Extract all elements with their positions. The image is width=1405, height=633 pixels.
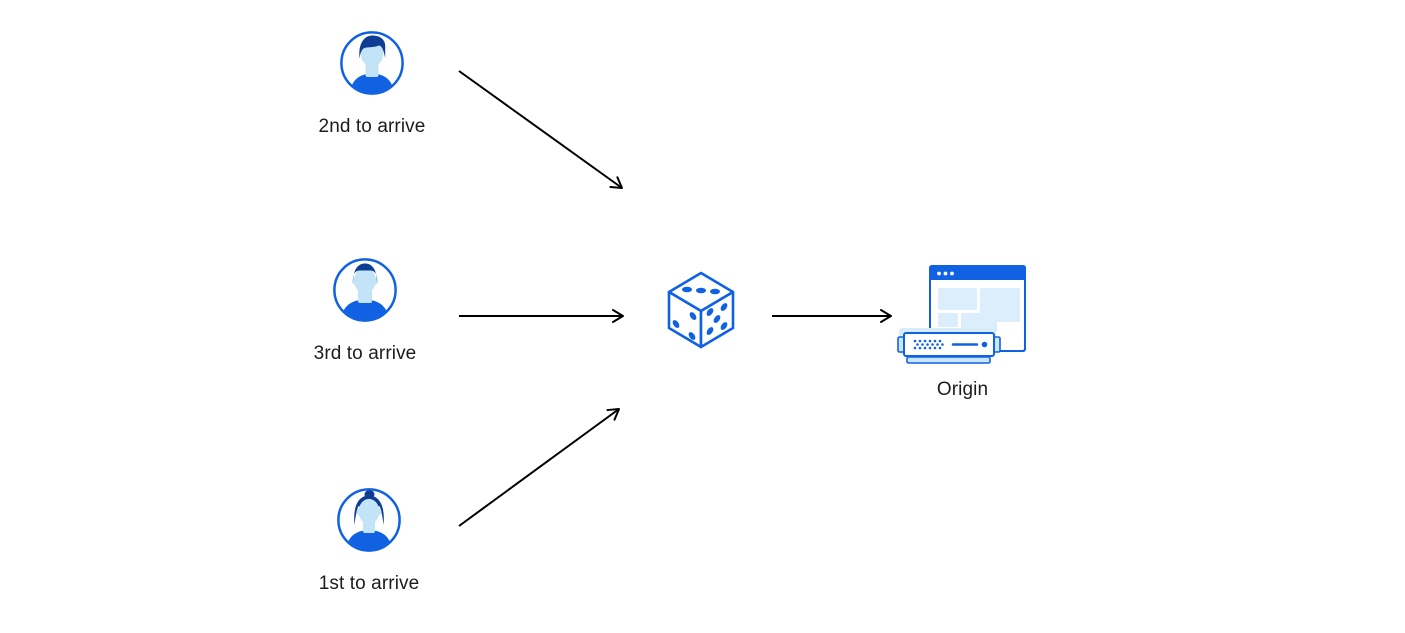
dice-icon — [667, 271, 735, 349]
node-second-visitor: 2nd to arrive — [306, 30, 438, 138]
node-origin: Origin — [895, 262, 1030, 401]
node-label-second: 2nd to arrive — [318, 116, 426, 137]
node-label-third: 3rd to arrive — [313, 343, 417, 364]
male-avatar-icon — [340, 31, 404, 95]
node-third-visitor: 3rd to arrive — [299, 257, 431, 365]
node-dice — [665, 265, 745, 365]
male-avatar-icon — [333, 258, 397, 322]
node-first-visitor: 1st to arrive — [303, 487, 435, 595]
female-avatar-icon — [337, 488, 401, 552]
node-label-first: 1st to arrive — [318, 573, 420, 594]
server-box — [903, 332, 995, 357]
server-indicator-light — [981, 341, 988, 348]
server-vent-dots — [913, 339, 944, 350]
arrow-second-to-dice — [458, 70, 623, 189]
arrow-first-to-dice — [458, 408, 620, 527]
node-label-origin: Origin — [936, 379, 989, 400]
origin-server-icon — [897, 265, 1026, 364]
